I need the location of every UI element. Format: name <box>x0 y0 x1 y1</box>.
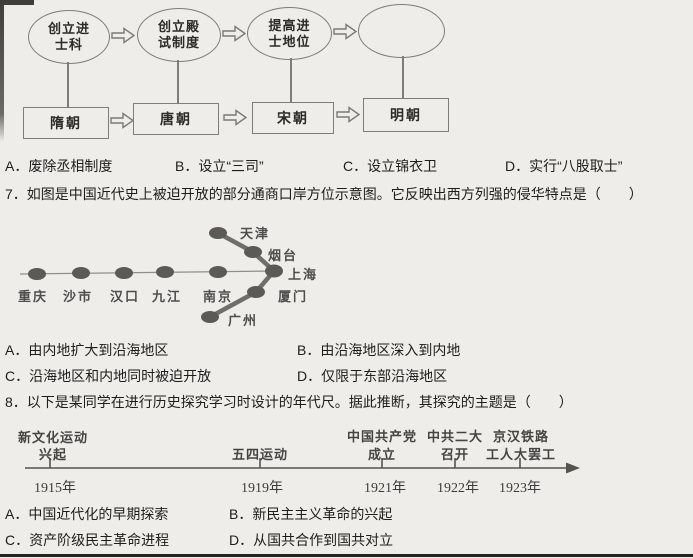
dynasty-box-sui: 隋朝 <box>23 107 109 139</box>
flowchart-oval-3: 提高进 士地位 <box>247 7 332 60</box>
arrow-icon <box>222 25 246 42</box>
oval-3-line1: 提高进 <box>268 17 311 33</box>
q7-option-c: C．沿海地区和内地同时被迫开放 <box>5 368 212 384</box>
arrow-icon <box>336 106 360 123</box>
map-city-shanghai: 上海 <box>288 267 319 282</box>
timeline-event-1923-line2: 工人大罢工 <box>485 447 556 462</box>
oval-2-line1: 创立殿 <box>157 19 200 34</box>
map-city-yantai: 烟台 <box>268 248 299 263</box>
q8-option-a: A．中国近代化的早期探索 <box>5 506 169 522</box>
map-city-xiamen: 厦门 <box>278 289 309 304</box>
map-city-tianjin: 天津 <box>240 226 271 241</box>
q8-stem: 8．以下是某同学在进行历史探究学习时设计的年代尺。据此推断，其探究的主题是（ ） <box>5 394 573 410</box>
connector-line-2 <box>177 60 179 103</box>
q6-option-c: C．设立锦衣卫 <box>343 158 438 174</box>
connector-line-4 <box>402 56 404 98</box>
page-bottom-rule <box>0 554 693 557</box>
timeline-event-1915-line2: 兴起 <box>38 447 67 462</box>
timeline-year-1921: 1921年 <box>364 481 406 496</box>
timeline-axis <box>25 458 580 474</box>
q7-option-d: D．仅限于东部沿海地区 <box>297 368 448 384</box>
timeline-year-1915: 1915年 <box>34 481 76 496</box>
q6-option-d: D．实行“八股取士” <box>505 158 623 174</box>
timeline-event-1921-line2: 成立 <box>367 447 396 462</box>
q8-option-b: B．新民主主义革命的兴起 <box>229 506 393 522</box>
dynasty-label-ming: 明朝 <box>390 107 422 123</box>
timeline-event-1922-line2: 召开 <box>440 447 469 462</box>
timeline-event-1921-line1: 中国共产党 <box>346 429 417 444</box>
q7-option-a: A．由内地扩大到沿海地区 <box>5 342 169 358</box>
dynasty-box-tang: 唐朝 <box>133 103 219 135</box>
arrow-icon <box>333 23 357 40</box>
timeline-event-1915-line1: 新文化运动 <box>17 430 88 445</box>
timeline-year-1919: 1919年 <box>241 481 283 496</box>
q7-option-b: B．由沿海地区深入到内地 <box>297 342 461 358</box>
connector-line-3 <box>290 58 292 102</box>
oval-2-line2: 试制度 <box>157 35 200 50</box>
q6-option-a: A．废除丞相制度 <box>5 158 113 174</box>
connector-line-1 <box>67 62 69 107</box>
flowchart-oval-4-empty <box>358 4 445 58</box>
q8-option-c: C．资产阶级民主革命进程 <box>5 532 170 548</box>
oval-1-line2: 士科 <box>54 37 83 52</box>
dynasty-label-song: 宋朝 <box>277 110 309 126</box>
oval-3-line2: 士地位 <box>268 33 311 49</box>
dynasty-label-tang: 唐朝 <box>160 111 192 127</box>
q6-option-b: B．设立“三司” <box>175 158 264 174</box>
scan-edge-left <box>0 0 4 142</box>
timeline-event-1922-line1: 中共二大 <box>426 429 483 444</box>
treaty-ports-map: 重庆 沙市 汉口 九江 南京 天津 烟台 上海 厦门 广州 <box>0 212 360 337</box>
arrow-icon <box>111 27 135 44</box>
map-city-hankou: 汉口 <box>110 289 141 304</box>
oval-1-line1: 创立进 <box>47 21 90 36</box>
map-graphic <box>19 227 283 323</box>
timeline-event-1919: 五四运动 <box>231 447 288 462</box>
timeline-year-1923: 1923年 <box>499 481 541 496</box>
dynasty-box-song: 宋朝 <box>252 102 334 134</box>
timeline-event-1923-line1: 京汉铁路 <box>492 429 549 444</box>
scan-edge-top <box>0 0 34 5</box>
map-city-shashi: 沙市 <box>63 289 94 304</box>
map-city-chongqing: 重庆 <box>18 289 49 304</box>
q7-stem: 7．如图是中国近代史上被迫开放的部分通商口岸方位示意图。它反映出西方列强的侵华特… <box>5 186 643 202</box>
map-city-guangzhou: 广州 <box>228 313 259 328</box>
flowchart-oval-2: 创立殿 试制度 <box>137 8 221 62</box>
map-city-jiujiang: 九江 <box>152 289 183 304</box>
flowchart-oval-1: 创立进 士科 <box>28 10 110 64</box>
map-city-nanjing: 南京 <box>203 289 234 304</box>
arrow-icon <box>110 112 134 129</box>
q8-option-d: D．从国共合作到国共对立 <box>229 532 394 548</box>
arrow-icon <box>223 109 247 126</box>
timeline-year-1922: 1922年 <box>437 481 479 496</box>
dynasty-label-sui: 隋朝 <box>50 115 82 131</box>
dynasty-box-ming: 明朝 <box>363 98 449 132</box>
